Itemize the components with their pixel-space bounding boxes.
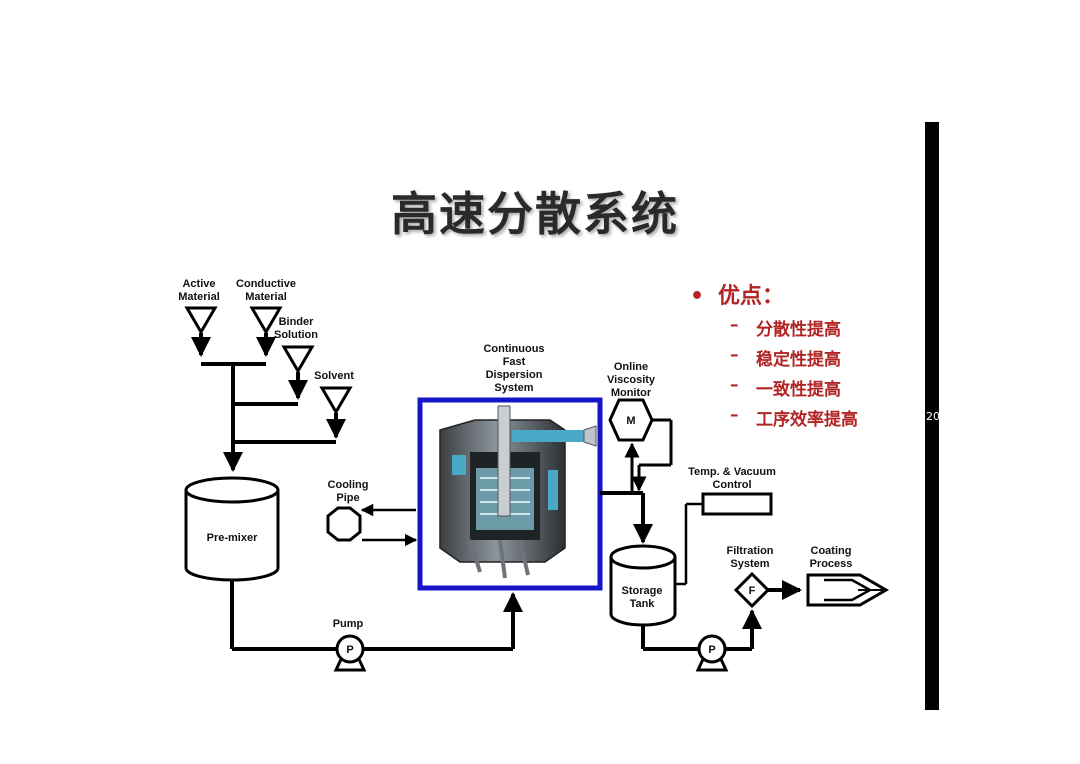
binder-solution-label: Binder xyxy=(279,316,315,328)
dispersion-system-label: Continuous xyxy=(483,343,544,355)
advantages-heading-text: 优点： xyxy=(718,284,785,309)
viscosity-monitor-label: Monitor xyxy=(611,387,652,399)
page-title: 高速分散系统 xyxy=(391,187,679,241)
control-line xyxy=(676,502,703,586)
bullet-dot: • xyxy=(690,284,705,309)
pump-label: Pump xyxy=(333,618,364,630)
viscosity-monitor-label: Online xyxy=(614,361,648,373)
storage-tank-label: Tank xyxy=(630,598,656,610)
conductive-material-label: Conductive xyxy=(236,278,296,290)
pump-symbol: P xyxy=(346,644,353,656)
filtration-flow-line xyxy=(641,580,802,651)
cooling-pipe-unit xyxy=(326,503,418,547)
solvent-hopper xyxy=(319,386,353,415)
pre-mixer-tank xyxy=(184,476,280,582)
storage-tank xyxy=(609,544,677,627)
monitor-symbol: M xyxy=(626,415,635,427)
advantage-item: –分散性提高 xyxy=(730,315,841,340)
page-side-bar xyxy=(925,122,939,710)
outlet-lines xyxy=(600,418,673,544)
active-material-hopper xyxy=(184,306,218,335)
solvent-label: Solvent xyxy=(314,370,354,382)
dispersion-system xyxy=(417,397,603,591)
dispersion-system-label: Fast xyxy=(503,356,526,368)
filtration-system-label: System xyxy=(730,558,769,570)
advantage-item-text: 工序效率提高 xyxy=(756,410,858,430)
coating-process-label: Coating xyxy=(811,545,852,557)
temp-vacuum-control-box xyxy=(701,492,773,516)
temp-vacuum-label: Control xyxy=(712,479,751,491)
conductive-material-hopper xyxy=(249,306,283,335)
filtration-unit xyxy=(733,571,771,609)
storage-tank-label: Storage xyxy=(622,585,663,597)
active-material-label: Active xyxy=(182,278,215,290)
main-flow-line xyxy=(230,580,523,651)
advantage-item-text: 分散性提高 xyxy=(756,320,841,340)
viscosity-monitor xyxy=(608,398,654,442)
filtration-system-label: Filtration xyxy=(726,545,773,557)
viscosity-monitor-label: Viscosity xyxy=(607,374,656,386)
advantage-item: –稳定性提高 xyxy=(730,345,841,370)
pump-symbol: P xyxy=(708,644,715,656)
advantage-item-text: 一致性提高 xyxy=(756,380,841,400)
advantages-heading: • 优点： xyxy=(690,278,858,310)
binder-solution-label: Solution xyxy=(274,329,318,341)
cooling-pipe-label: Cooling xyxy=(328,479,369,491)
conductive-material-label: Material xyxy=(245,291,287,303)
coating-process-head xyxy=(806,573,890,607)
filter-symbol: F xyxy=(749,585,756,597)
temp-vacuum-label: Temp. & Vacuum xyxy=(688,466,776,478)
feed-lines xyxy=(191,333,346,472)
dispersion-system-label: System xyxy=(494,382,533,394)
binder-solution-hopper xyxy=(281,345,315,374)
advantage-item: –工序效率提高 xyxy=(730,405,858,430)
active-material-label: Material xyxy=(178,291,220,303)
pre-mixer-label: Pre-mixer xyxy=(207,532,258,544)
advantages-list: • 优点： –分散性提高 –稳定性提高 –一致性提高 –工序效率提高 xyxy=(690,278,858,430)
advantage-item-text: 稳定性提高 xyxy=(756,350,841,370)
cooling-pipe-label: Pipe xyxy=(336,492,359,504)
coating-process-label: Process xyxy=(810,558,853,570)
dispersion-system-label: Dispersion xyxy=(486,369,543,381)
page-number: 20 xyxy=(926,410,940,423)
advantage-item: –一致性提高 xyxy=(730,375,841,400)
